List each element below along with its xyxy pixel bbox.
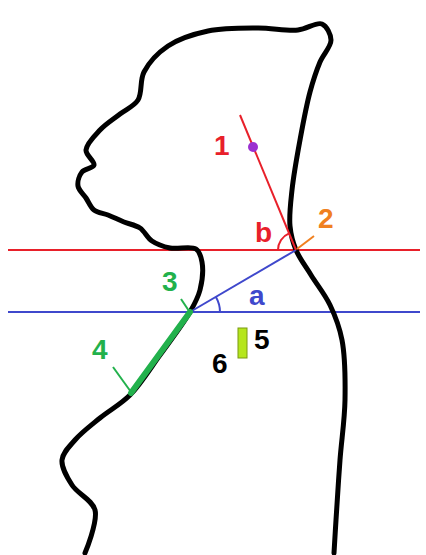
angle-label: a xyxy=(249,282,265,310)
callout-number: 2 xyxy=(318,205,334,233)
leader-line xyxy=(113,367,131,392)
blue-angle-line xyxy=(190,250,296,312)
callout-number: 5 xyxy=(254,326,270,354)
marker-bar xyxy=(238,328,247,358)
leader-line xyxy=(297,236,314,249)
blue-horizontal-line xyxy=(8,311,420,313)
leader-line xyxy=(181,299,189,311)
callout-number: 6 xyxy=(212,350,228,378)
angle-a-arc xyxy=(216,297,220,312)
body-silhouette xyxy=(62,24,345,553)
red-horizontal-line xyxy=(8,249,420,251)
callout-number: 3 xyxy=(162,268,178,296)
callout-number: 4 xyxy=(92,336,108,364)
green-chest-segment xyxy=(131,312,190,393)
angle-b-arc xyxy=(278,233,289,250)
angle-label: b xyxy=(255,219,272,247)
callout-number: 1 xyxy=(214,132,230,160)
point-marker xyxy=(248,142,258,152)
red-angle-line xyxy=(240,115,296,250)
